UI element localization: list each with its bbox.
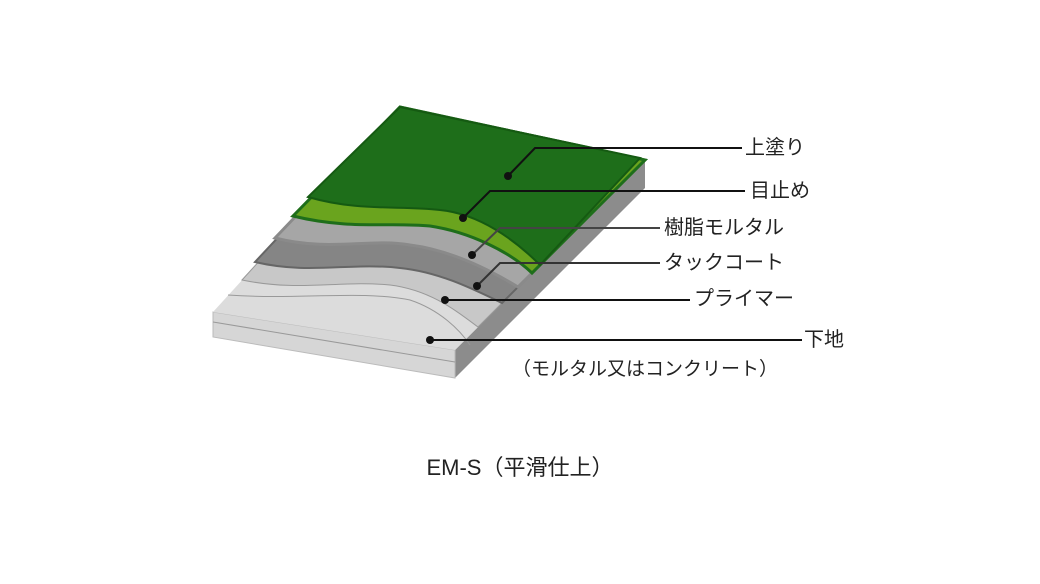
label-top-coat: 上塗り xyxy=(745,135,805,159)
substrate-line xyxy=(227,294,471,346)
layer-top-coat xyxy=(306,105,642,267)
slab-right-face xyxy=(455,160,645,378)
leader-lines xyxy=(430,147,802,341)
slab-front-face xyxy=(212,311,456,379)
label-substrate-note: （モルタル又はコンクリート） xyxy=(512,358,779,380)
slab-front-line xyxy=(212,321,456,363)
label-sealer: 目止め xyxy=(750,178,810,202)
label-primer: プライマー xyxy=(694,286,794,310)
label-tack-coat: タックコート xyxy=(664,250,784,274)
diagram-title: EM-S（平滑仕上） xyxy=(426,455,614,480)
label-substrate: 下地 xyxy=(804,327,844,351)
leader-dots xyxy=(426,172,512,344)
label-resin-mortar: 樹脂モルタル xyxy=(664,215,784,239)
